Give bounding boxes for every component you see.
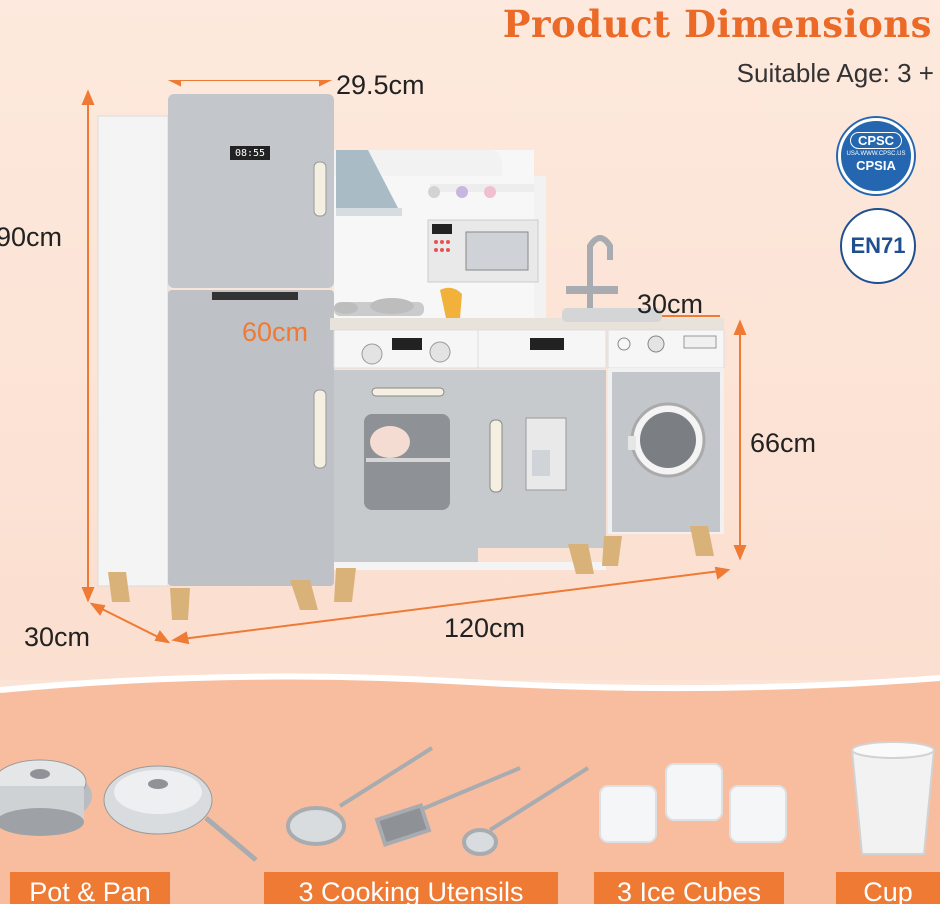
pan-icon bbox=[103, 765, 258, 862]
dimension-cabinet-height: 66cm bbox=[750, 428, 817, 458]
accessory-label-utensils: 3 Cooking Utensils bbox=[264, 872, 558, 904]
page-title: Product Dimensions bbox=[502, 2, 932, 46]
accessory-label-pot-pan: Pot & Pan bbox=[10, 872, 170, 904]
accessories-illustration bbox=[0, 741, 936, 862]
dimension-sink-width: 30cm bbox=[637, 289, 704, 319]
accessory-label-ice-cubes: 3 Ice Cubes bbox=[594, 872, 784, 904]
dimension-counter-depth: 60cm bbox=[242, 317, 309, 347]
cpsc-badge: CPSC USA.WWW.CPSC.US CPSIA bbox=[838, 118, 914, 194]
pot-icon bbox=[0, 759, 92, 836]
skimmer-icon bbox=[286, 746, 434, 846]
cup-icon bbox=[850, 741, 936, 855]
dimension-total-width: 120cm bbox=[444, 613, 526, 643]
dimension-depth: 30cm bbox=[24, 622, 91, 652]
cpsc-label: CPSC bbox=[850, 132, 902, 149]
ice-cube-icon bbox=[599, 763, 787, 843]
en71-badge: EN71 bbox=[840, 208, 916, 284]
fridge-clock: 08:55 bbox=[234, 148, 266, 159]
cpsc-url: USA.WWW.CPSC.US bbox=[846, 151, 906, 157]
ladle-icon bbox=[462, 766, 590, 856]
spatula-icon bbox=[374, 766, 521, 847]
play-kitchen-illustration bbox=[81, 80, 747, 645]
dimension-fridge-width: 29.5cm bbox=[336, 70, 425, 100]
accessory-label-cup: Cup bbox=[836, 872, 940, 904]
dimension-height: 90cm bbox=[0, 222, 63, 252]
cpsia-label: CPSIA bbox=[856, 158, 896, 173]
age-label: Suitable Age: 3 + bbox=[736, 58, 934, 88]
